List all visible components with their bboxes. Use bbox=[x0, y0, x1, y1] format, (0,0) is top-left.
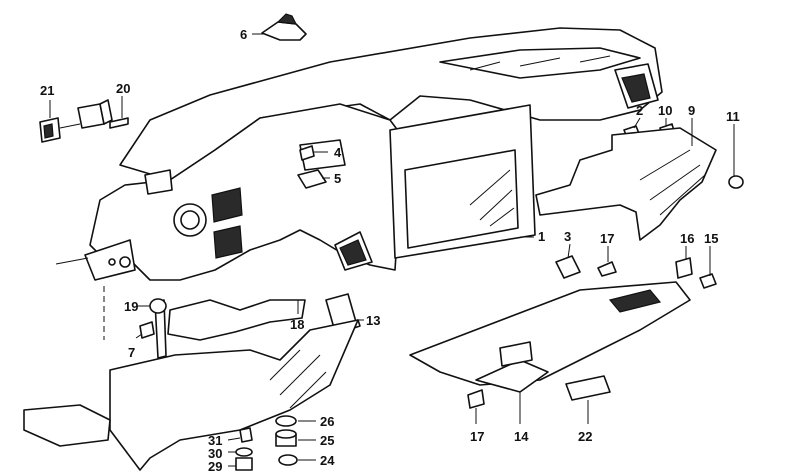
part-26-washer bbox=[275, 415, 316, 427]
callout-15: 15 bbox=[704, 231, 719, 246]
callout-7: 7 bbox=[128, 345, 136, 360]
part-11-cap bbox=[728, 124, 744, 189]
part-17-screw-lower bbox=[467, 389, 485, 424]
callout-17-lower: 17 bbox=[470, 429, 485, 444]
part-6-clip bbox=[252, 13, 307, 41]
part-15-screw bbox=[699, 246, 717, 289]
part-3-grommet bbox=[555, 243, 581, 279]
callout-25: 25 bbox=[320, 433, 335, 448]
part-25-bushing bbox=[275, 429, 316, 447]
part-18-trim-strip bbox=[154, 299, 306, 359]
callout-19: 19 bbox=[124, 299, 139, 314]
callout-5: 5 bbox=[334, 171, 342, 186]
part-21-switch bbox=[39, 100, 61, 143]
part-7-screw bbox=[135, 321, 155, 339]
callout-29: 29 bbox=[208, 459, 223, 473]
callout-4: 4 bbox=[334, 145, 342, 160]
callout-24: 24 bbox=[320, 453, 335, 468]
callout-3: 3 bbox=[564, 229, 572, 244]
callout-20: 20 bbox=[116, 81, 131, 96]
callout-11: 11 bbox=[726, 109, 740, 124]
callout-16: 16 bbox=[680, 231, 695, 246]
callout-14: 14 bbox=[514, 429, 529, 444]
callout-2: 2 bbox=[636, 103, 644, 118]
part-4-screw bbox=[299, 145, 328, 161]
part-1-dashboard bbox=[55, 27, 663, 281]
part-30-washer bbox=[228, 447, 253, 457]
part-19-knob bbox=[138, 298, 167, 314]
callout-22: 22 bbox=[578, 429, 593, 444]
callout-26: 26 bbox=[320, 414, 335, 429]
part-14-glovebox-tray bbox=[409, 281, 691, 424]
part-9-side-panel bbox=[535, 118, 717, 241]
part-24-cap bbox=[278, 454, 316, 466]
callout-31: 31 bbox=[208, 433, 223, 448]
callout-18: 18 bbox=[290, 317, 305, 332]
callout-30: 30 bbox=[208, 446, 223, 461]
part-20-bracket bbox=[59, 96, 129, 129]
part-knee-panel bbox=[23, 319, 359, 471]
callout-9: 9 bbox=[688, 103, 696, 118]
callout-17-upper: 17 bbox=[600, 231, 615, 246]
part-31-screw bbox=[227, 427, 253, 443]
callout-1: 1 bbox=[538, 229, 546, 244]
part-16-clip bbox=[675, 246, 693, 279]
part-22-pad bbox=[565, 375, 611, 424]
part-5-clip bbox=[297, 169, 330, 189]
part-17-screw-upper bbox=[597, 246, 617, 277]
callout-6: 6 bbox=[240, 27, 248, 42]
part-29-bushing bbox=[228, 457, 253, 471]
callout-13: 13 bbox=[366, 313, 381, 328]
callout-10: 10 bbox=[658, 103, 673, 118]
callout-21: 21 bbox=[40, 83, 55, 98]
